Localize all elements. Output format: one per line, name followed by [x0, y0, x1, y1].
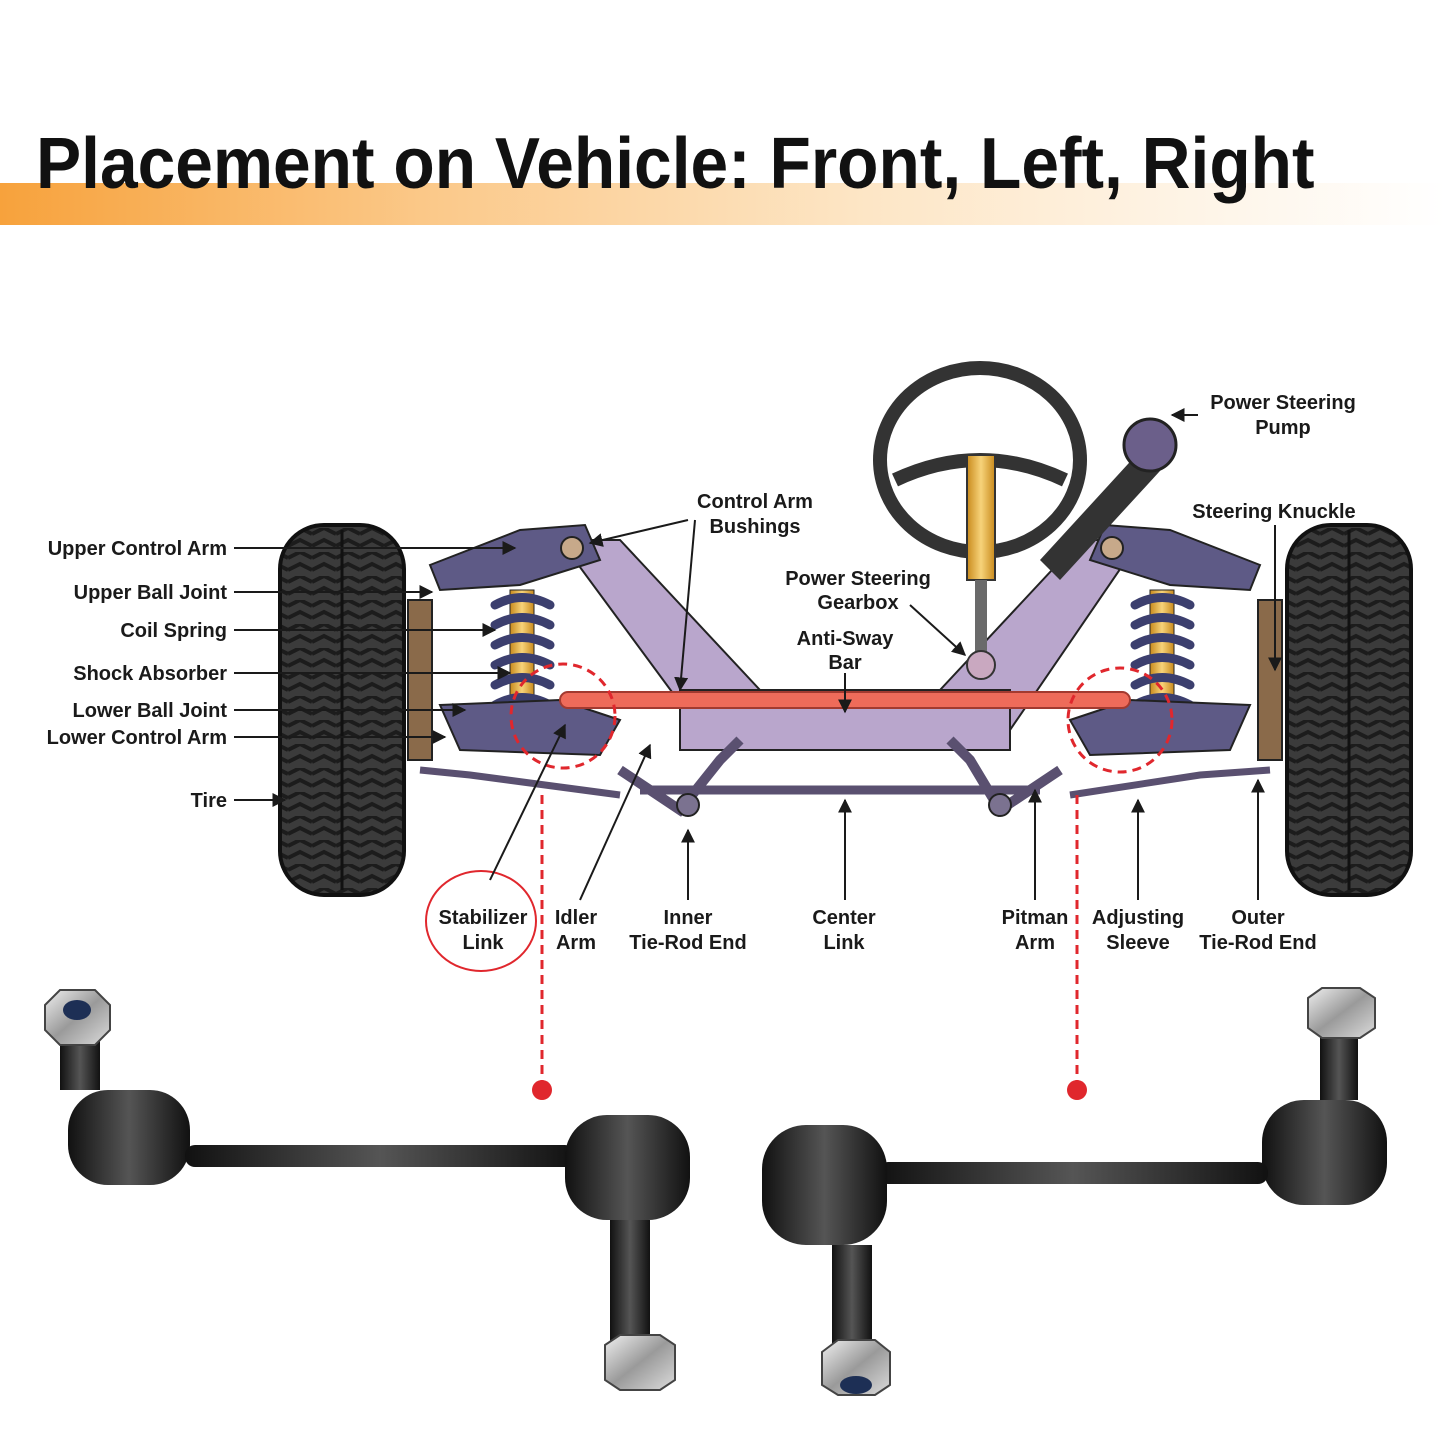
threaded-stud	[832, 1245, 872, 1355]
hex-nut-icon	[604, 1334, 676, 1391]
label-idler-arm-line1: Idler	[555, 907, 597, 929]
ball-joint-housing	[1262, 1100, 1387, 1205]
right-coil-spring	[1130, 589, 1195, 711]
right-lower-control-arm	[1068, 698, 1252, 757]
right-steering-knuckle	[1257, 599, 1283, 761]
label-pitman-arm-line2: Arm	[1015, 932, 1055, 954]
label-shock-absorber: Shock Absorber	[73, 663, 227, 685]
page-title: Placement on Vehicle: Front, Left, Right	[36, 124, 1315, 204]
label-tire: Tire	[191, 790, 227, 812]
label-power-steering-gearbox-line2: Gearbox	[817, 592, 898, 614]
label-anti-sway-bar-line1: Anti-Sway	[797, 628, 895, 650]
left-tie-rod	[419, 766, 621, 799]
label-control-arm-bushings-line1: Control Arm	[697, 491, 813, 513]
inner-tie-rod-end-icon	[676, 793, 700, 817]
bushing-icon	[1100, 536, 1124, 560]
link-rod	[878, 1162, 1268, 1184]
steering-column	[966, 454, 996, 581]
right-tire	[1285, 523, 1413, 897]
power-steering-belt	[1040, 440, 1170, 580]
right-pointer-dot	[1067, 1080, 1087, 1100]
left-steering-knuckle	[407, 599, 433, 761]
label-outer-tie-rod-line1: Outer	[1231, 907, 1285, 929]
hex-nut-icon	[821, 1339, 891, 1396]
label-inner-tie-rod-line1: Inner	[664, 907, 713, 929]
label-coil-spring: Coil Spring	[120, 620, 227, 642]
link-rod	[185, 1145, 575, 1167]
label-idler-arm-line2: Arm	[556, 932, 596, 954]
label-center-link-line2: Link	[823, 932, 865, 954]
label-center-link-line1: Center	[812, 907, 876, 929]
left-highlight-circle	[509, 662, 617, 770]
power-steering-pump-icon	[1122, 417, 1178, 473]
nylon-insert-icon	[63, 1000, 91, 1020]
ball-joint-housing	[565, 1115, 690, 1220]
left-upper-control-arm	[428, 523, 602, 592]
right-upper-control-arm	[1088, 523, 1262, 592]
left-leader-lines	[234, 408, 1282, 901]
ball-joint-housing	[762, 1125, 887, 1245]
title-accent-band	[0, 183, 1445, 225]
left-coil-spring	[490, 589, 555, 711]
nylon-insert-icon	[840, 1376, 872, 1394]
label-lower-ball-joint: Lower Ball Joint	[73, 700, 228, 722]
label-adjusting-sleeve-line2: Sleeve	[1106, 932, 1169, 954]
label-upper-ball-joint: Upper Ball Joint	[74, 582, 228, 604]
label-upper-control-arm: Upper Control Arm	[48, 538, 227, 560]
label-adjusting-sleeve-line1: Adjusting	[1092, 907, 1184, 929]
hex-nut-icon	[1307, 987, 1376, 1039]
label-steering-knuckle: Steering Knuckle	[1192, 501, 1355, 523]
power-steering-gearbox-icon	[966, 650, 996, 680]
idler-arm	[617, 736, 744, 817]
threaded-stud	[610, 1220, 650, 1350]
label-outer-tie-rod-line2: Tie-Rod End	[1199, 932, 1316, 954]
label-stabilizer-link-line2: Link	[462, 932, 504, 954]
inner-tie-rod-end-icon	[988, 793, 1012, 817]
label-inner-tie-rod-line2: Tie-Rod End	[629, 932, 746, 954]
label-power-steering-pump-line1: Power Steering	[1210, 392, 1356, 414]
label-power-steering-pump-line2: Pump	[1255, 417, 1311, 439]
label-pitman-arm-line1: Pitman	[1002, 907, 1069, 929]
bushing-icon	[560, 536, 584, 560]
label-lower-control-arm: Lower Control Arm	[47, 727, 227, 749]
right-tie-rod	[1069, 766, 1271, 799]
label-control-arm-bushings-line2: Bushings	[709, 516, 800, 538]
ball-joint-housing	[68, 1090, 190, 1185]
label-anti-sway-bar-line2: Bar	[828, 652, 862, 674]
left-pointer-dot	[532, 1080, 552, 1100]
label-power-steering-gearbox-line1: Power Steering	[785, 568, 931, 590]
label-stabilizer-link-line1: Stabilizer	[439, 907, 528, 929]
stabilizer-link-label-circle	[425, 870, 537, 972]
left-stabilizer-link-product	[44, 989, 690, 1391]
right-stabilizer-link-product	[762, 987, 1387, 1396]
right-highlight-circle	[1066, 666, 1174, 774]
